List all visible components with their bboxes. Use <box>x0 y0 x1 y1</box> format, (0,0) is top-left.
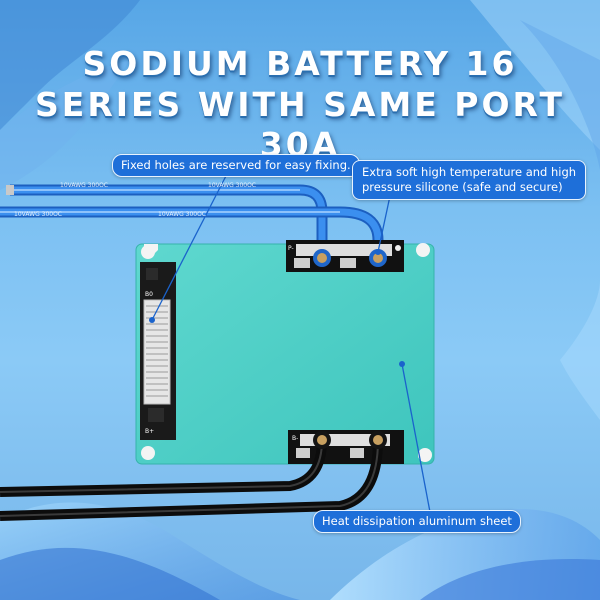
silkscreen-label: B- <box>292 435 298 442</box>
callout-silicone: Extra soft high temperature and high pre… <box>352 160 587 200</box>
bms-board <box>135 240 435 465</box>
callout-heat-sheet: Heat dissipation aluminum sheet <box>313 510 521 533</box>
wire-print: 10VAWG 300OC <box>208 182 256 189</box>
blue-wire-ends <box>313 249 387 267</box>
silkscreen-label: B0 <box>145 291 153 298</box>
silkscreen-label: P- <box>288 245 294 252</box>
callout-fixed-holes: Fixed holes are reserved for easy fixing… <box>112 154 360 177</box>
title-line-2: SERIES WITH SAME PORT 30A <box>35 85 565 164</box>
silkscreen-label: B+ <box>145 428 154 435</box>
leader-dot <box>149 317 155 323</box>
title-line-1: SODIUM BATTERY 16 <box>82 44 518 83</box>
black-wires <box>0 431 387 521</box>
callout-leaders <box>151 171 431 513</box>
leader-dot <box>375 249 381 255</box>
callout-silicone-line-2: pressure silicone (safe and secure) <box>362 180 563 194</box>
wire-tip <box>6 185 14 195</box>
callout-silicone-line-1: Extra soft high temperature and high <box>362 165 577 179</box>
mounting-holes <box>141 243 432 462</box>
blue-wires <box>0 184 384 258</box>
wire-print: 10VAWG 300OC <box>158 211 206 218</box>
leader-dot <box>399 361 405 367</box>
wire-print: 10VAWG 300OC <box>14 211 62 218</box>
wire-print: 10VAWG 300OC <box>60 182 108 189</box>
